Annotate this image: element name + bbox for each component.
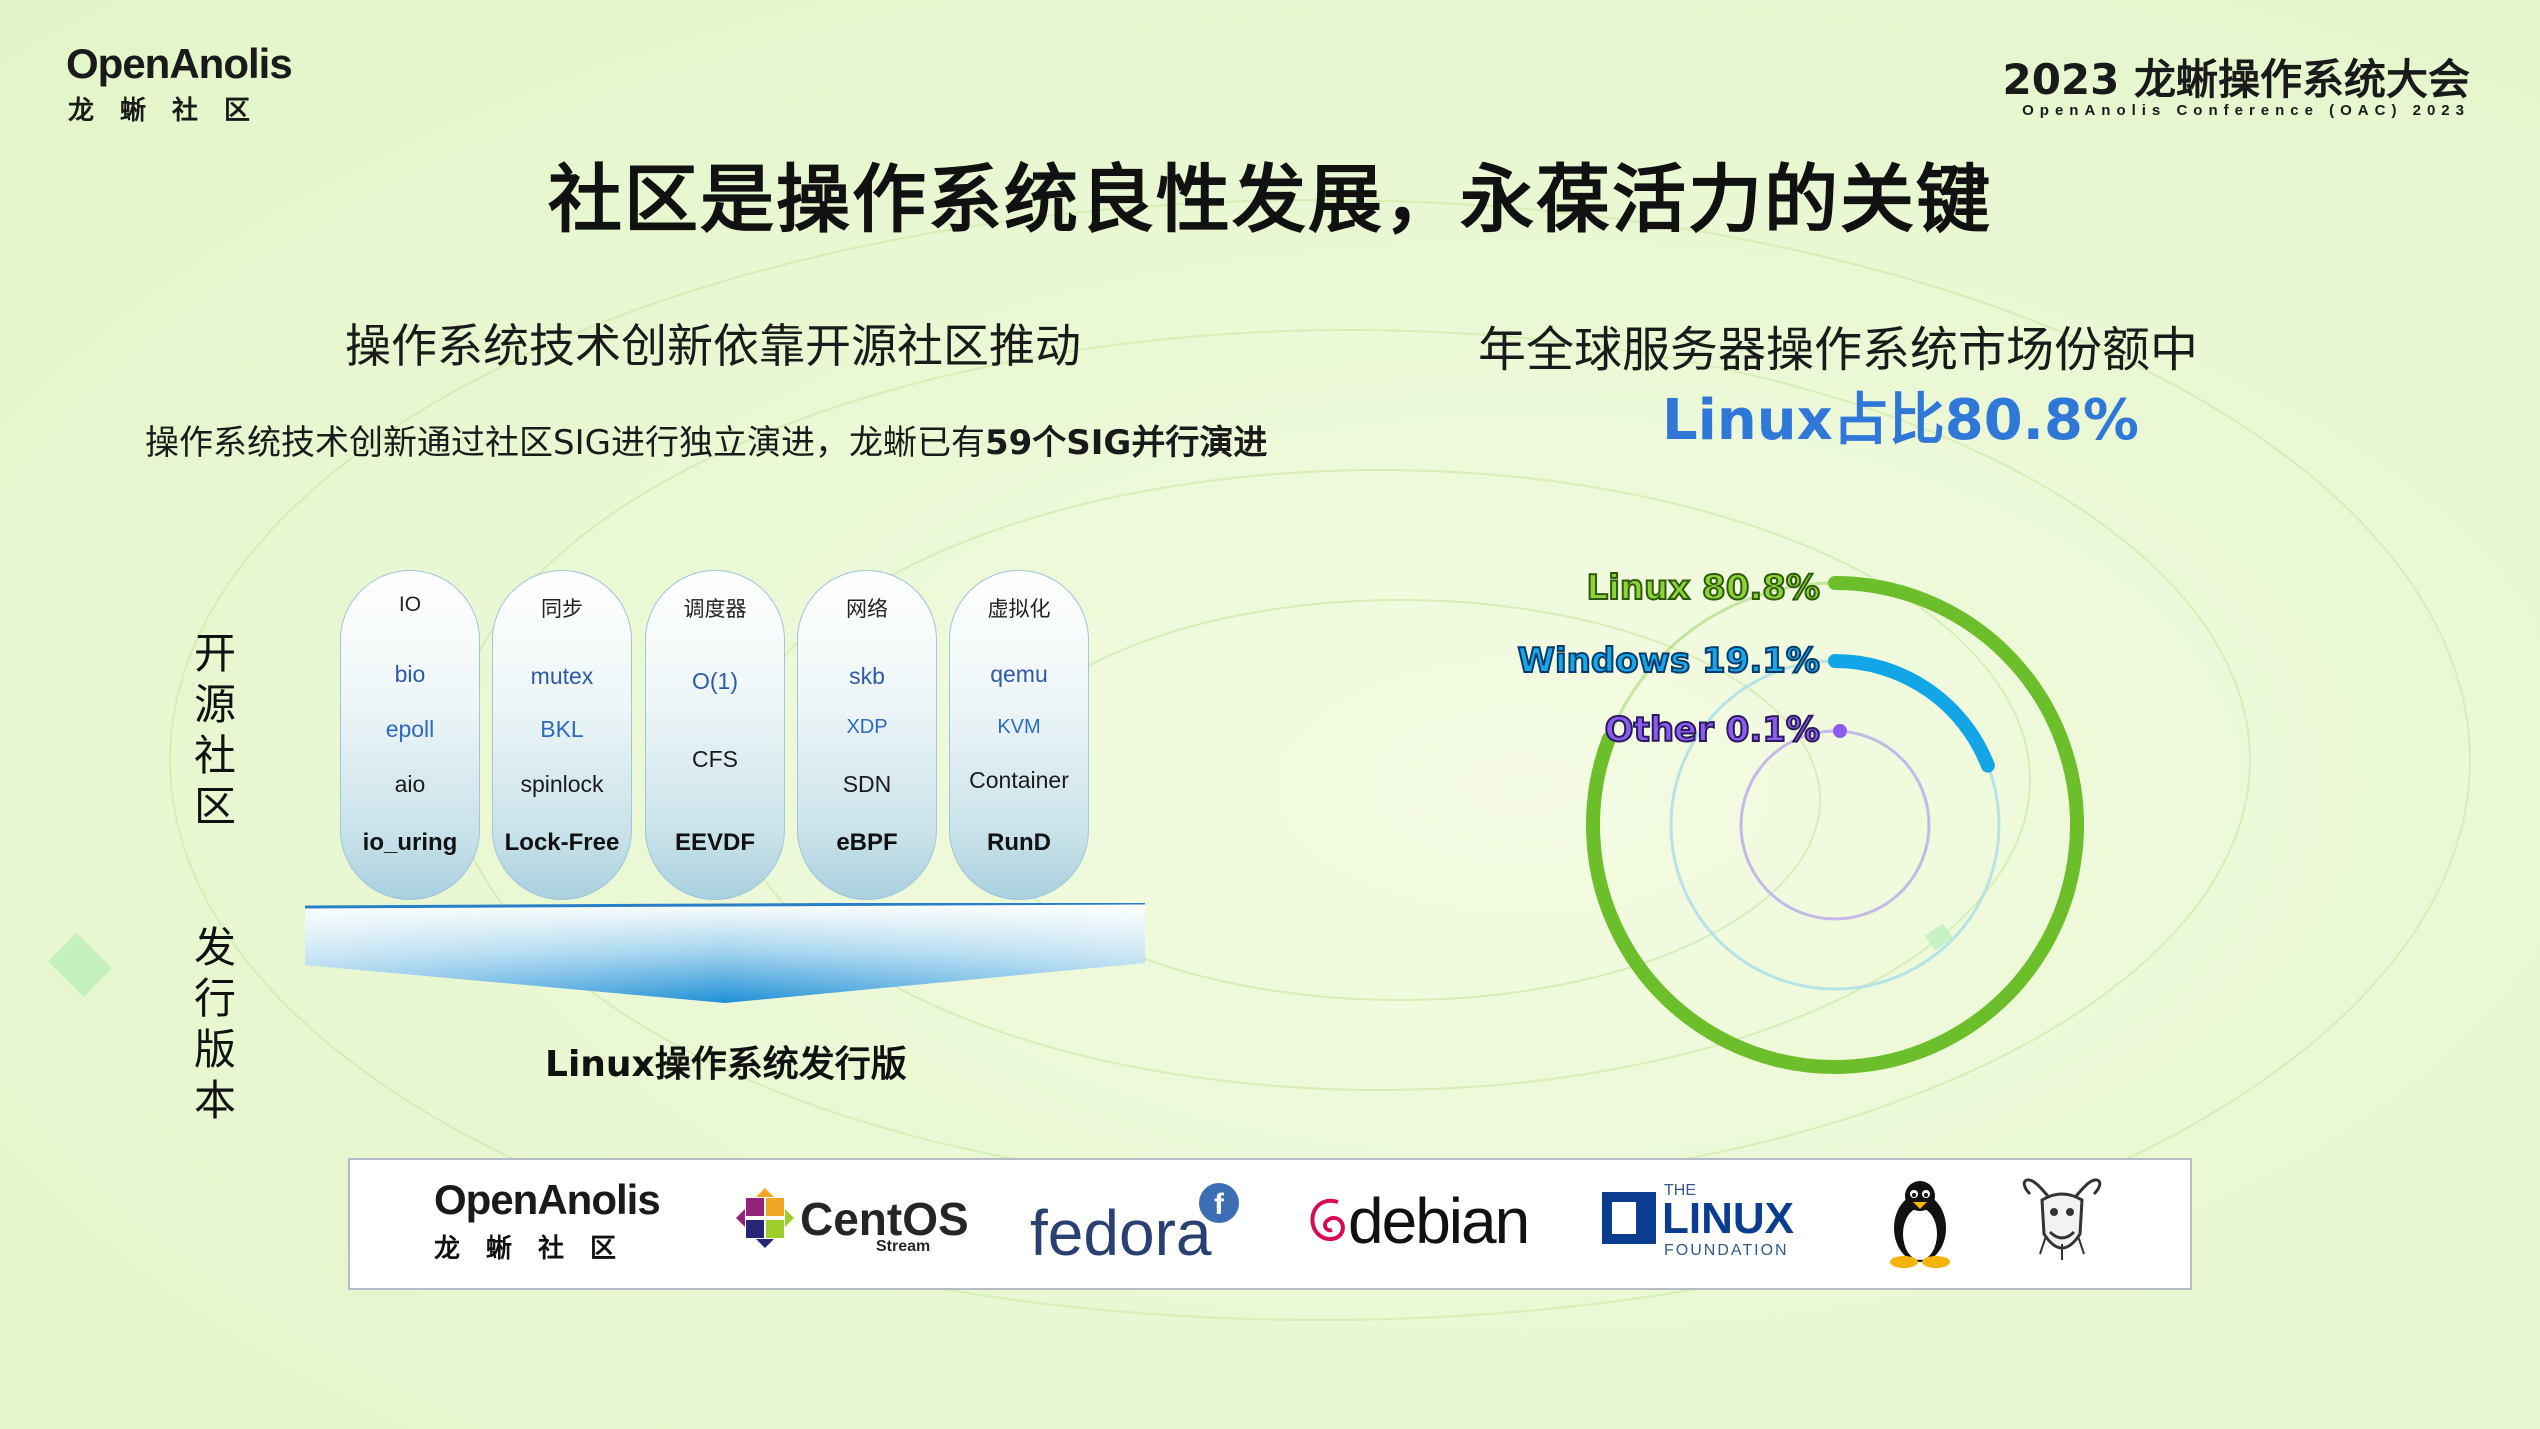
chart-label-windows: Windows 19.1% [1517,640,1822,682]
linux-foundation-foundation: FOUNDATION [1664,1242,1789,1259]
chart-bar-other [1833,724,1847,738]
openanolis-logo: OpenAnolis [66,40,293,87]
debian-text: debian [1348,1185,1530,1257]
pill-item: O(1) [692,668,738,694]
openanolis-logo-item: OpenAnolis 龙蜥社区 [434,1176,661,1265]
decorative-diamond [1924,923,1954,951]
gnu-head-icon [2022,1178,2102,1260]
pill-header: IO [398,593,422,616]
conference-title: 2023 龙蜥操作系统大会 [2002,55,2470,104]
vlabel-distribution: 发行版本 [193,923,236,1125]
pill-bold: eBPF [836,829,898,856]
right-emphasis: Linux占比80.8% [1662,388,2140,453]
tux-penguin-icon [1890,1181,1950,1268]
pill-item: SDN [842,771,892,797]
pill-bold: io_uring [362,829,458,856]
pill-item: spinlock [520,771,604,797]
svg-text:f: f [1214,1188,1225,1221]
desc-bold: 59个SIG并行演进 [984,423,1268,463]
distro-label: Linux操作系统发行版 [545,1044,907,1085]
centos-text: CentOS [800,1193,969,1245]
chart-bar-linux [1586,576,2084,1074]
centos-stream-text: Stream [876,1238,931,1255]
pill-bold: EEVDF [674,829,755,856]
centos-logo: CentOS Stream [736,1188,969,1255]
pill-item: bio [394,661,426,687]
pill-header: 虚拟化 [987,598,1051,621]
pill-item: aio [394,771,426,797]
pill-header: 同步 [541,598,583,621]
pill-bold: RunD [987,829,1051,856]
chart-label-linux: Linux 80.8% [1586,567,1821,609]
pill-item: BKL [540,716,584,742]
openanolis-logo-sub: 龙蜥社区 [68,96,277,126]
left-heading: 操作系统技术创新依靠开源社区推动 [345,319,1081,373]
pill-item: KVM [997,716,1041,738]
left-description: 操作系统技术创新通过社区SIG进行独立演进，龙蜥已有59个SIG并行演进 [145,415,1267,464]
pill-item: qemu [990,661,1048,687]
desc-normal: 操作系统技术创新通过社区SIG进行独立演进，龙蜥已有 [145,423,985,463]
distro-logos-bar: OpenAnolis 龙蜥社区 CentOS Stream fedora f d… [348,1158,2192,1290]
right-heading: 年全球服务器操作系统市场份额中 [1478,322,2199,378]
pill-item: epoll [385,716,435,742]
sig-pill-network: 网络 skb XDP SDN eBPF [797,570,937,900]
conference-subtitle: OpenAnolis Conference (OAC) 2023 [2022,102,2470,119]
sig-pill-scheduler: 调度器 O(1) CFS EEVDF [645,570,785,900]
sig-pill-sync: 同步 mutex BKL spinlock Lock-Free [492,570,632,900]
pill-header: 网络 [846,598,888,621]
debian-swirl-icon [1310,1198,1345,1241]
pill-item: Container [969,767,1069,793]
vlabel-open-community: 开源社区 [193,629,236,831]
fedora-icon: f [1199,1183,1239,1223]
pill-item: XDP [846,716,888,738]
market-share-chart [1586,576,2084,1074]
chart-label-other: Other 0.1% [1604,709,1821,751]
pill-bold: Lock-Free [504,829,620,856]
pill-header: 调度器 [683,598,747,621]
openanolis-logo-text: OpenAnolis [434,1176,661,1223]
pill-item: skb [849,663,885,689]
fedora-text: fedora [1030,1197,1212,1269]
page-title: 社区是操作系统良性发展，永葆活力的关键 [548,157,1992,243]
openanolis-logo-sub: 龙蜥社区 [434,1234,643,1264]
linux-foundation-main: LINUX [1662,1194,1794,1243]
centos-icon [736,1188,794,1248]
distro-platform [305,903,1145,1003]
sig-pill-virtualization: 虚拟化 qemu KVM Container RunD [949,570,1089,900]
chart-track-other [1739,729,1931,921]
sig-pill-io: IO bio epoll aio io_uring [340,570,480,900]
linux-foundation-icon [1602,1192,1656,1244]
linux-foundation-the: THE [1664,1182,1696,1199]
pill-item: mutex [530,663,594,689]
pill-item: CFS [692,746,738,772]
chart-bar-windows [1828,654,1995,773]
